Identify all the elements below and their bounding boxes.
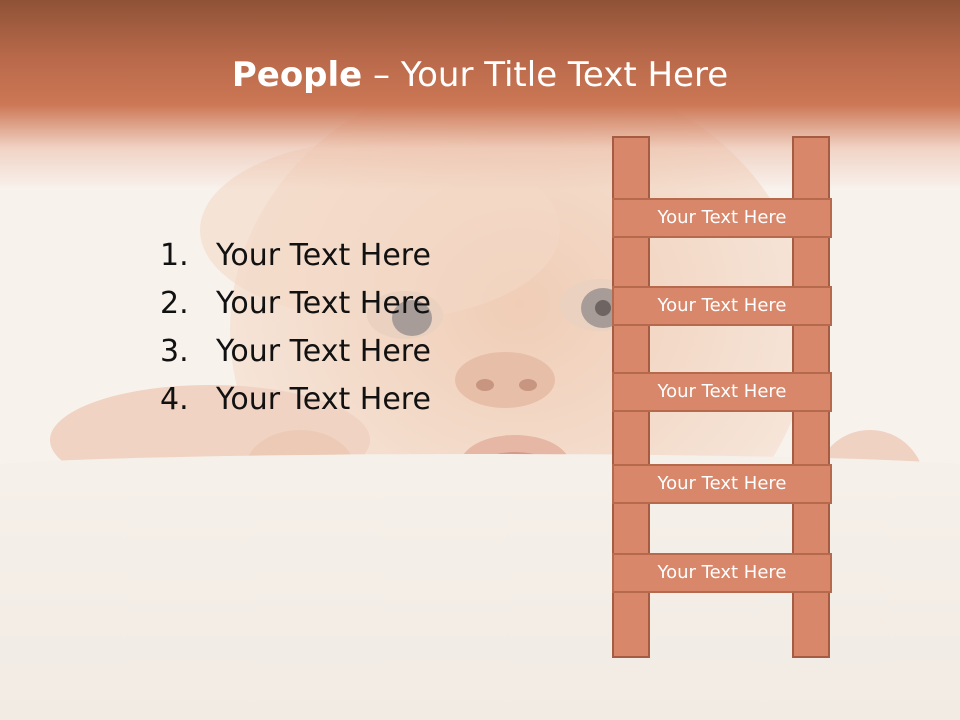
ladder-rung-2[interactable]: Your Text Here	[612, 286, 832, 326]
ladder-rung-1[interactable]: Your Text Here	[612, 198, 832, 238]
list-item: 1. Your Text Here	[160, 232, 431, 280]
numbered-list[interactable]: 1. Your Text Here 2. Your Text Here 3. Your…	[160, 232, 431, 424]
list-item: 3. Your Text Here	[160, 328, 431, 376]
ladder-rung-4[interactable]: Your Text Here	[612, 464, 832, 504]
list-text: Your Text Here	[216, 334, 431, 369]
list-number: 4.	[160, 382, 189, 417]
title-text: Your Title Text Here	[400, 55, 729, 95]
ladder-rung-3[interactable]: Your Text Here	[612, 372, 832, 412]
ladder-rung-5[interactable]: Your Text Here	[612, 553, 832, 593]
list-text: Your Text Here	[216, 238, 431, 273]
slide-title[interactable]: People – Your Title Text Here	[0, 52, 960, 98]
list-item: 2. Your Text Here	[160, 280, 431, 328]
title-separator: –	[362, 55, 401, 95]
list-text: Your Text Here	[216, 382, 431, 417]
list-item: 4. Your Text Here	[160, 376, 431, 424]
title-bold-word: People	[231, 55, 363, 95]
list-number: 1.	[160, 238, 189, 273]
list-text: Your Text Here	[216, 286, 431, 321]
list-number: 3.	[160, 334, 189, 369]
list-number: 2.	[160, 286, 189, 321]
